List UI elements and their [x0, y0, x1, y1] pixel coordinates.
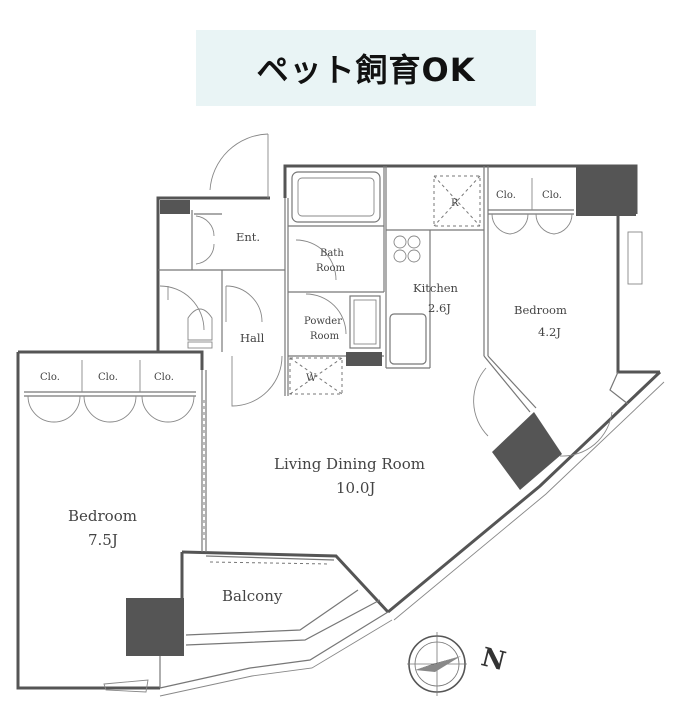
closet-label: Clo. — [98, 372, 118, 383]
closet-label: Clo. — [40, 372, 60, 383]
bath-label-1: Bath — [320, 248, 344, 259]
powder-label-1: Powder — [304, 316, 342, 327]
compass-icon — [407, 632, 467, 696]
compass-north-label: N — [478, 642, 508, 677]
living-label-2: 10.0J — [336, 479, 375, 497]
closet-label: Clo. — [496, 190, 516, 201]
closet-label: Clo. — [154, 372, 174, 383]
hall-label: Hall — [240, 331, 265, 345]
washer-mark: W — [306, 373, 317, 384]
pet-ok-banner: ペット飼育OK — [196, 30, 536, 106]
bedroom-left-label-2: 7.5J — [88, 531, 118, 549]
interior-walls — [24, 133, 643, 693]
outer-walls — [16, 164, 665, 697]
kitchen-label-1: Kitchen — [413, 281, 459, 295]
bedroom-right-label-1: Bedroom — [514, 303, 567, 317]
balcony-label: Balcony — [222, 587, 283, 605]
entrance-label: Ent. — [236, 230, 260, 244]
refrigerator-mark: R — [451, 198, 459, 209]
living-label-1: Living Dining Room — [274, 455, 425, 473]
bedroom-right-label-2: 4.2J — [538, 325, 561, 339]
banner-text: ペット飼育OK — [256, 51, 476, 89]
bath-label-2: Room — [316, 263, 346, 274]
closet-label: Clo. — [542, 190, 562, 201]
powder-label-2: Room — [310, 331, 340, 342]
kitchen-label-2: 2.6J — [428, 301, 451, 315]
bedroom-left-label-1: Bedroom — [68, 507, 137, 525]
room-labels: Ent. Bath Room Powder Room Kitchen 2.6J … — [40, 190, 567, 605]
